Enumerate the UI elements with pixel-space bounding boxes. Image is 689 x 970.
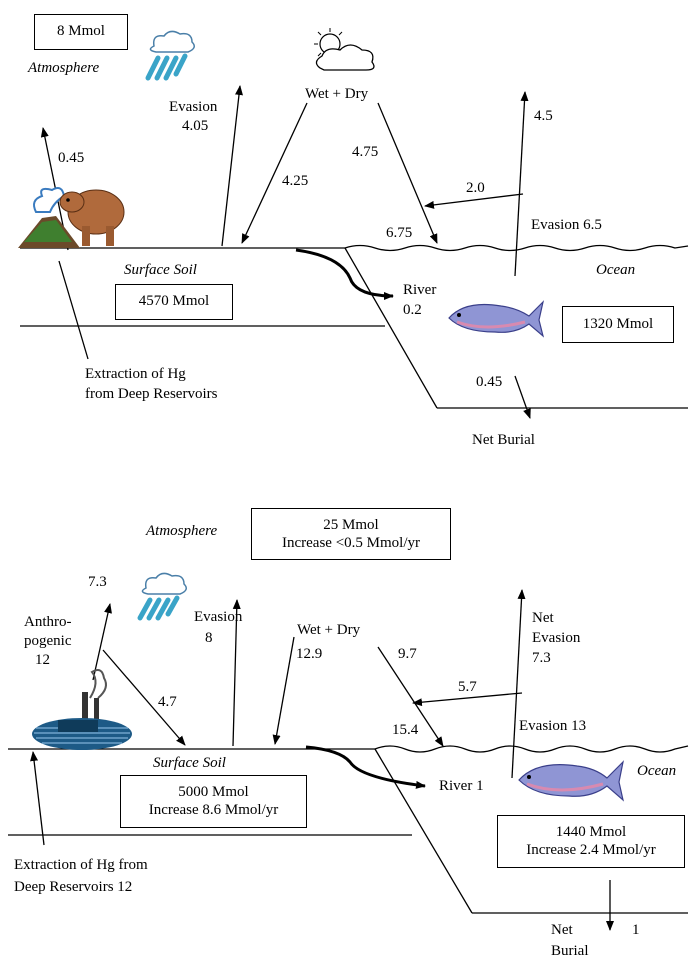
surface-soil-box: 4570 Mmol	[115, 284, 233, 320]
volcano-bear-icon	[18, 187, 125, 248]
anthropogenic-value: 12	[35, 652, 50, 668]
flux-425: 4.25	[282, 173, 309, 189]
ocean-label: Ocean	[637, 763, 677, 779]
flux-57: 5.7	[458, 679, 477, 695]
net-evasion-line-1: Net	[532, 610, 554, 626]
flux-045-atm: 0.45	[58, 150, 85, 166]
anthropogenic-line-1: Anthro-	[24, 614, 72, 630]
flux-675: 6.75	[386, 225, 413, 241]
flux-20: 2.0	[466, 180, 485, 196]
evasion-label: Evasion	[169, 99, 218, 115]
ocean-amount: 1440 Mmol	[555, 824, 627, 840]
flux-129: 12.9	[296, 646, 323, 662]
surface-soil-box: 5000 Mmol Increase 8.6 Mmol/yr	[120, 775, 307, 828]
surface-soil-label: Surface Soil	[153, 755, 226, 771]
atmosphere-label: Atmosphere	[146, 523, 218, 539]
river-label: River 1	[439, 778, 484, 794]
flux-45: 4.5	[534, 108, 553, 124]
flux-97: 9.7	[398, 646, 417, 662]
anthropogenic-line-2: pogenic	[24, 633, 72, 649]
evasion-value: 4.05	[182, 118, 209, 134]
factory-icon	[32, 669, 132, 750]
sun-cloud-icon	[314, 28, 375, 71]
river-value: 0.2	[403, 302, 422, 318]
net-evasion-value: 7.3	[532, 650, 551, 666]
rain-cloud-icon	[137, 572, 187, 621]
net-evasion-line-2: Evasion	[532, 630, 581, 646]
atmosphere-amount: 8 Mmol	[57, 23, 105, 39]
ocean-box: 1440 Mmol Increase 2.4 Mmol/yr	[497, 815, 685, 868]
surface-soil-amount: 5000 Mmol	[178, 784, 249, 800]
atmosphere-box: 25 Mmol Increase <0.5 Mmol/yr	[251, 508, 451, 560]
ocean-amount: 1320 Mmol	[582, 316, 654, 332]
fish-icon	[518, 760, 624, 802]
fish-icon	[448, 300, 545, 338]
ocean-increase: Increase 2.4 Mmol/yr	[526, 842, 656, 858]
flux-045-burial: 0.45	[476, 374, 503, 390]
wet-dry-label: Wet + Dry	[305, 86, 369, 102]
atmosphere-box: 8 Mmol	[34, 14, 128, 50]
evasion-value: 8	[205, 630, 213, 646]
wet-dry-label: Wet + Dry	[297, 622, 361, 638]
extraction-line-1: Extraction of Hg from	[14, 857, 148, 873]
flux-73-rain: 7.3	[88, 574, 107, 590]
ocean-evasion-label: Evasion 13	[519, 718, 587, 734]
extraction-line-2: from Deep Reservoirs	[85, 386, 218, 402]
net-burial-line-1: Net	[551, 922, 573, 938]
rain-cloud-icon	[145, 30, 195, 81]
atmosphere-increase: Increase <0.5 Mmol/yr	[281, 535, 420, 551]
burial-value: 1	[632, 922, 640, 938]
atmosphere-label: Atmosphere	[28, 60, 100, 76]
surface-soil-label: Surface Soil	[124, 262, 197, 278]
flux-154: 15.4	[392, 722, 419, 738]
evasion-label: Evasion	[194, 609, 243, 625]
atmosphere-amount: 25 Mmol	[323, 517, 379, 533]
flux-475: 4.75	[352, 144, 379, 160]
river-label: River	[403, 282, 437, 298]
net-burial-label: Net Burial	[472, 432, 535, 448]
surface-soil-increase: Increase 8.6 Mmol/yr	[148, 802, 279, 818]
surface-soil-amount: 4570 Mmol	[138, 293, 210, 309]
net-burial-line-2: Burial	[551, 943, 589, 959]
ocean-box: 1320 Mmol	[562, 306, 674, 343]
ocean-label: Ocean	[596, 262, 636, 278]
ocean-evasion-label: Evasion 6.5	[531, 217, 602, 233]
extraction-line-1: Extraction of Hg	[85, 366, 186, 382]
extraction-line-2: Deep Reservoirs 12	[14, 879, 133, 895]
flux-47: 4.7	[158, 694, 177, 710]
